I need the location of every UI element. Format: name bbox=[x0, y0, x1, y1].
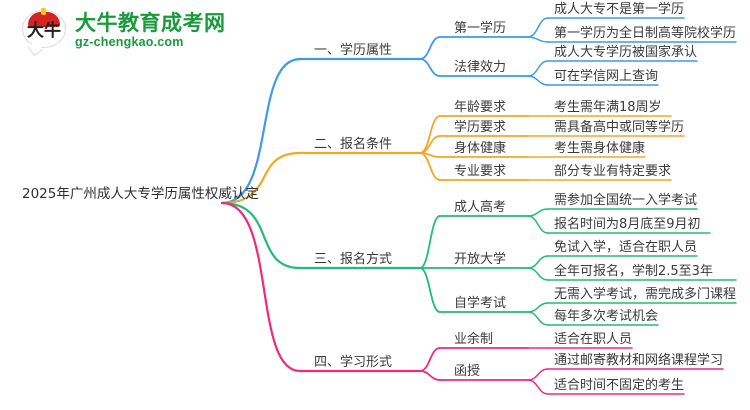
mindmap-node-level3[interactable]: 报名时间为8月底至9月初 bbox=[554, 217, 701, 232]
mindmap-node-level3[interactable]: 考生需年满18周岁 bbox=[554, 100, 662, 115]
connector-line bbox=[419, 370, 441, 381]
mindmap-node-level2[interactable]: 成人高考 bbox=[454, 200, 507, 215]
logo-text-block: 大牛教育成考网 gz-chengkao.com bbox=[75, 11, 226, 50]
mindmap-node-level2[interactable]: 学历要求 bbox=[454, 120, 507, 135]
mindmap-node-level3[interactable]: 可在学信网上查询 bbox=[554, 69, 659, 84]
mindmap-node-level2[interactable]: 年龄要求 bbox=[454, 100, 507, 115]
mindmap-node-level3[interactable]: 每年多次考试机会 bbox=[554, 309, 659, 324]
connector-line bbox=[220, 201, 302, 270]
connector-line bbox=[527, 75, 549, 86]
connector-line bbox=[527, 215, 549, 234]
mindmap-node-level3[interactable]: 需参加全国统一入学考试 bbox=[554, 193, 698, 208]
connector-line bbox=[527, 255, 549, 269]
connector-line bbox=[419, 58, 441, 77]
connector-line bbox=[419, 115, 441, 154]
mindmap-node-level3[interactable]: 通过邮寄教材和网络课程学习 bbox=[554, 353, 724, 368]
connector-line bbox=[527, 302, 549, 313]
mindmap-node-level2[interactable]: 第一学历 bbox=[454, 21, 507, 36]
connector-line bbox=[527, 267, 549, 281]
mindmap-node-level2[interactable]: 函授 bbox=[454, 364, 481, 379]
connector-line bbox=[527, 60, 549, 77]
connector-line bbox=[419, 152, 441, 181]
mindmap-node-level3[interactable]: 适合在职人员 bbox=[554, 332, 633, 347]
mindmap-node-level3[interactable]: 考生需身体健康 bbox=[554, 141, 646, 156]
connector-line bbox=[527, 36, 549, 43]
connector-line bbox=[527, 311, 549, 326]
mindmap-node-level3[interactable]: 免试入学，适合在职人员 bbox=[554, 240, 698, 255]
connector-line bbox=[419, 347, 441, 372]
logo-subtitle: gz-chengkao.com bbox=[75, 34, 184, 49]
connector-line bbox=[220, 151, 302, 205]
connector-line bbox=[419, 36, 441, 60]
red-cap-shape bbox=[28, 8, 60, 27]
connector-line bbox=[527, 379, 549, 395]
mindmap-node-level1[interactable]: 四、学习形式 bbox=[314, 355, 393, 370]
connector-line bbox=[419, 215, 441, 269]
connector-line bbox=[527, 208, 549, 217]
mindmap-node-level2[interactable]: 身体健康 bbox=[454, 141, 507, 156]
site-logo: 大牛 大牛教育成考网 gz-chengkao.com bbox=[22, 8, 226, 52]
mindmap-node-level1[interactable]: 二、报名条件 bbox=[314, 137, 393, 152]
connector-line bbox=[220, 57, 302, 205]
mindmap-node-level3[interactable]: 适合时间不固定的考生 bbox=[554, 378, 685, 393]
mindmap-node-level3[interactable]: 全年可报名，学制2.5至3年 bbox=[554, 264, 713, 279]
mindmap-node-level2[interactable]: 法律效力 bbox=[454, 60, 507, 75]
mindmap-node-level3[interactable]: 无需入学考试，需完成多门课程 bbox=[554, 287, 737, 302]
logo-title: 大牛教育成考网 bbox=[75, 10, 226, 35]
mindmap-node-level2[interactable]: 专业要求 bbox=[454, 164, 507, 179]
mindmap-node-level2[interactable]: 开放大学 bbox=[454, 252, 507, 267]
logo-bull-icon: 大牛 bbox=[22, 8, 68, 52]
mindmap-node-level3[interactable]: 成人大专学历被国家承认 bbox=[554, 45, 698, 60]
mindmap-node-level2[interactable]: 业余制 bbox=[454, 332, 494, 347]
mindmap-node-level2[interactable]: 自学考试 bbox=[454, 296, 507, 311]
mindmap-node-level3[interactable]: 成人大专不是第一学历 bbox=[554, 2, 685, 17]
connector-line bbox=[220, 201, 302, 373]
connector-line bbox=[419, 267, 441, 313]
mindmap-node-level1[interactable]: 一、学历属性 bbox=[314, 43, 393, 58]
mindmap-root-node[interactable]: 2025年广州成人大专学历属性权威认定 bbox=[22, 186, 259, 202]
connector-line bbox=[527, 368, 549, 381]
mindmap-node-level1[interactable]: 三、报名方式 bbox=[314, 252, 393, 267]
mindmap-node-level3[interactable]: 第一学历为全日制高等院校学历 bbox=[554, 26, 737, 41]
mindmap-node-level3[interactable]: 需具备高中或同等学历 bbox=[554, 120, 685, 135]
logo-mark-text: 大牛 bbox=[27, 21, 61, 41]
connector-line bbox=[527, 17, 549, 38]
mindmap-node-level3[interactable]: 部分专业有特定要求 bbox=[554, 164, 672, 179]
